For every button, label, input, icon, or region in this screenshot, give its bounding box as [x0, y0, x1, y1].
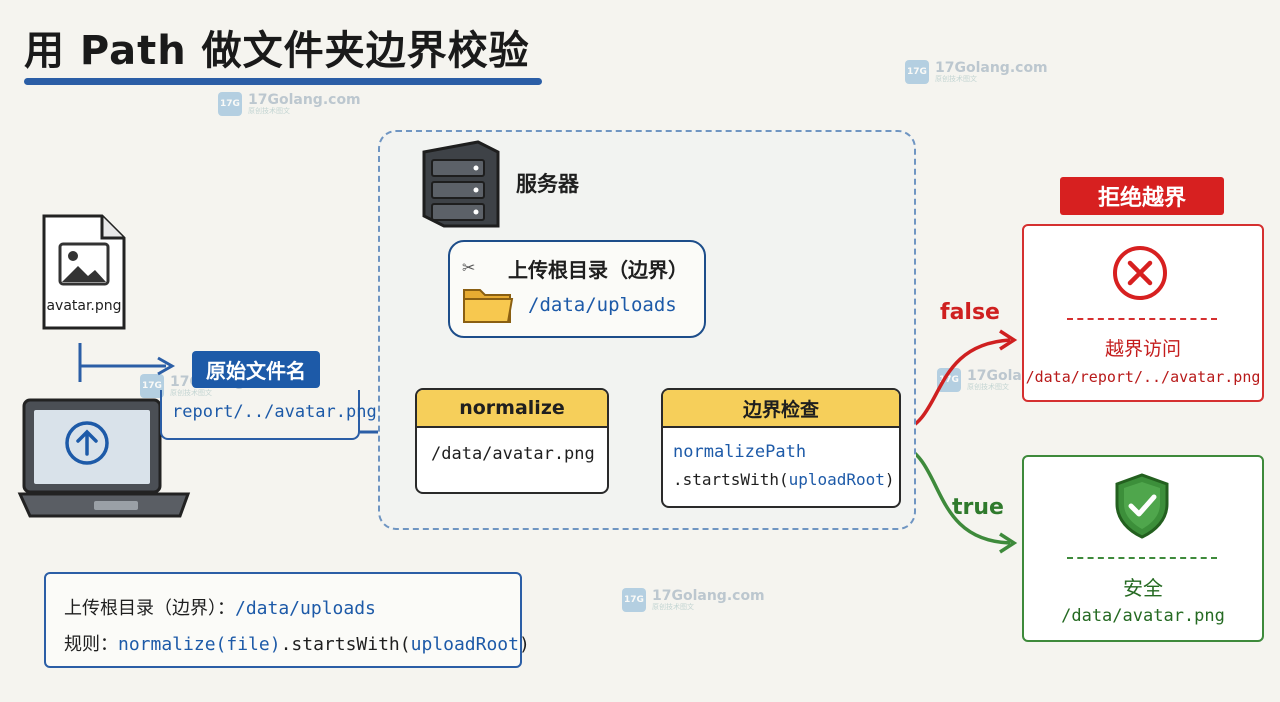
rule-code: normalize(file).startsWith(uploadRoot): [118, 634, 530, 655]
boundary-check-line1: normalizePath: [673, 442, 807, 462]
folder-icon: [462, 282, 514, 330]
watermark-logo-icon: 17G: [905, 60, 929, 84]
laptop-icon: [16, 398, 192, 526]
upload-root-label: 上传根目录（边界）: [508, 258, 688, 282]
boundary-check-line2: .startsWith(uploadRoot): [673, 470, 895, 489]
normalize-card: normalize /data/avatar.png: [415, 388, 609, 494]
title-underline: [24, 78, 542, 85]
rule-line-2: 规则：normalize(file).startsWith(uploadRoot…: [64, 634, 530, 655]
safe-path: /data/avatar.png: [1061, 606, 1225, 626]
normalize-value: /data/avatar.png: [431, 444, 595, 464]
reject-box: [1022, 224, 1264, 402]
safe-divider: [1067, 557, 1217, 559]
error-x-icon: [1111, 244, 1169, 306]
upload-arrow-icon: [64, 420, 110, 470]
watermark-logo-icon: 17G: [622, 588, 646, 612]
watermark-logo-icon: 17G: [218, 92, 242, 116]
original-name-value: report/../avatar.png: [172, 402, 377, 422]
scissors-icon: ✂: [462, 258, 476, 277]
reject-tag: 拒绝越界: [1060, 177, 1224, 215]
shield-check-icon: [1113, 472, 1171, 544]
file-name: avatar.png: [46, 298, 122, 314]
image-file-icon: [40, 212, 128, 336]
rule-line-1: 上传根目录（边界）：/data/uploads: [64, 598, 376, 619]
reject-title: 越界访问: [1104, 338, 1181, 360]
false-label: false: [940, 300, 1000, 325]
page-title: 用 Path 做文件夹边界校验: [24, 28, 530, 74]
reject-divider: [1067, 318, 1217, 320]
boundary-check-card: 边界检查 normalizePath .startsWith(uploadRoo…: [661, 388, 901, 508]
original-name-box: [160, 390, 360, 440]
server-rack-icon: [418, 138, 504, 234]
original-name-label: 原始文件名: [192, 351, 320, 388]
safe-title: 安全: [1123, 576, 1163, 600]
normalize-title: normalize: [417, 390, 607, 428]
boundary-check-title: 边界检查: [663, 390, 899, 428]
safe-box: [1022, 455, 1264, 642]
reject-path: /data/report/../avatar.png: [1025, 368, 1261, 386]
server-label: 服务器: [516, 172, 579, 196]
rules-box: 上传根目录（边界）：/data/uploads 规则：normalize(fil…: [44, 572, 530, 668]
upload-root-path: /data/uploads: [528, 294, 677, 316]
true-label: true: [952, 495, 1004, 520]
